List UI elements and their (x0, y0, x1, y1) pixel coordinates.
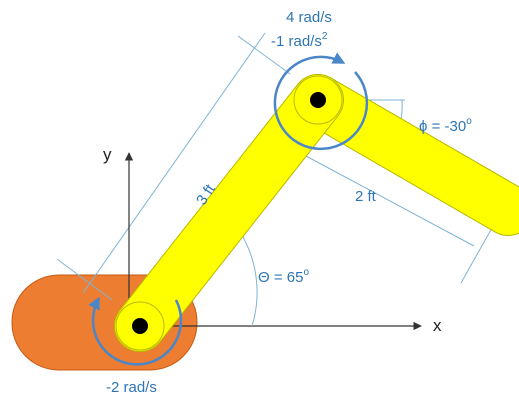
phi-label: ϕ = -30o (419, 116, 472, 135)
base-omega-label: -2 rad/s (106, 379, 157, 396)
coordinate-axes (124, 152, 422, 331)
theta-label: Θ = 65o (258, 267, 309, 286)
top-alpha-label: -1 rad/s2 (271, 31, 328, 50)
lower-pin (132, 318, 148, 334)
theta-arc (239, 231, 258, 327)
upper-rotation-arrow (273, 52, 369, 151)
y-axis-label: y (103, 145, 112, 164)
top-omega-label: 4 rad/s (286, 9, 332, 26)
x-axis-label: x (433, 316, 442, 335)
base-rotation-arrow (88, 296, 183, 366)
lower-joint-ring (115, 301, 165, 351)
upper-joint-ring (293, 75, 343, 125)
link1-dimension (56, 32, 291, 301)
upper-pin (310, 92, 326, 108)
link2-length-label: 2 ft (355, 188, 377, 205)
